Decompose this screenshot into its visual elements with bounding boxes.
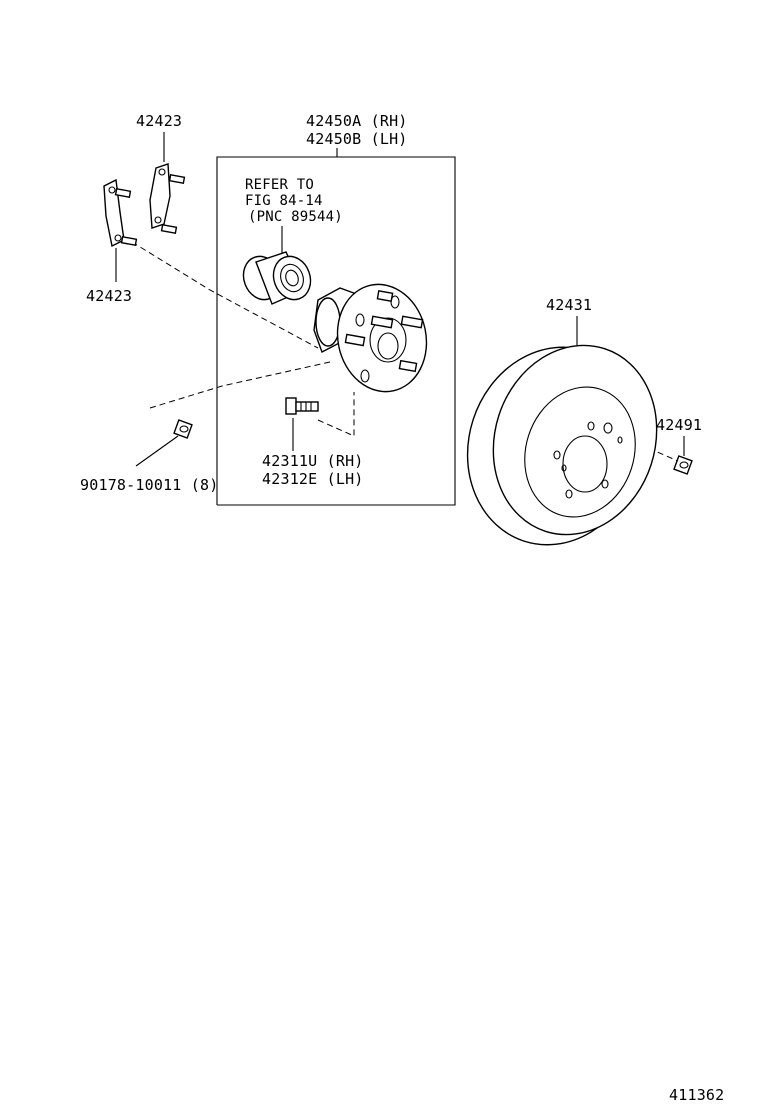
brake-disc-icon (466, 344, 658, 546)
plate-dashed-line (131, 241, 319, 349)
hub-flange-icon (313, 283, 428, 393)
disc-label: 42431 (546, 296, 592, 314)
plate-lower-icon (103, 178, 138, 248)
plug-label: 42491 (656, 416, 702, 434)
bolt-qty-label: 90178-10011 (8) (80, 476, 218, 494)
small-bolt-icon (173, 419, 193, 439)
hub-bolt-icon (285, 397, 319, 415)
hub-bolt-lh-label: 42312E (LH) (262, 470, 364, 488)
hub-bolt-dashed-line (317, 392, 355, 437)
refer-note-line2: FIG 84-14 (245, 193, 323, 209)
plate-upper-icon (149, 163, 186, 234)
plate-lower-label: 42423 (86, 287, 132, 305)
bolt-dashed-line (149, 361, 331, 409)
figure-number: 411362 (669, 1086, 724, 1104)
plate-upper-label: 42423 (136, 112, 182, 130)
small-bolt-leader (135, 435, 179, 467)
hub-assembly-box (216, 148, 456, 506)
hub-assembly-rh-label: 42450A (RH) (306, 112, 408, 130)
refer-note-line3: (PNC 89544) (248, 209, 343, 225)
hub-bolt-rh-label: 42311U (RH) (262, 452, 364, 470)
hub-assembly-lh-label: 42450B (LH) (306, 130, 408, 148)
plug-icon (673, 455, 693, 475)
bearing-icon (242, 251, 312, 305)
refer-note-line1: REFER TO (245, 177, 314, 193)
